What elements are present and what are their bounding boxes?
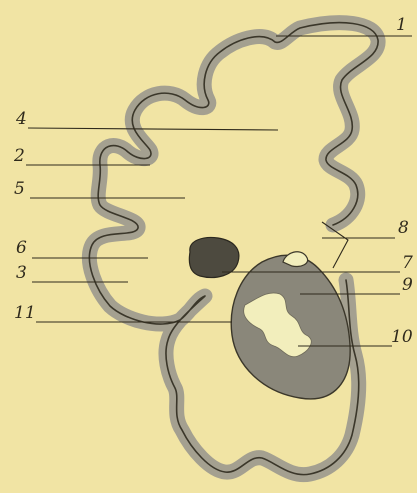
label-10: 10	[391, 327, 413, 347]
label-1: 1	[396, 15, 407, 35]
label-8: 8	[398, 218, 409, 238]
mass-upper-cap	[283, 252, 308, 267]
label-6: 6	[16, 238, 27, 258]
label-11: 11	[14, 303, 36, 323]
label-7: 7	[402, 253, 413, 273]
label-2: 2	[13, 146, 25, 166]
label-5: 5	[14, 179, 25, 199]
label-9: 9	[402, 275, 413, 295]
label-3: 3	[16, 263, 27, 283]
leader-4	[28, 128, 278, 130]
label-4: 4	[15, 109, 27, 129]
